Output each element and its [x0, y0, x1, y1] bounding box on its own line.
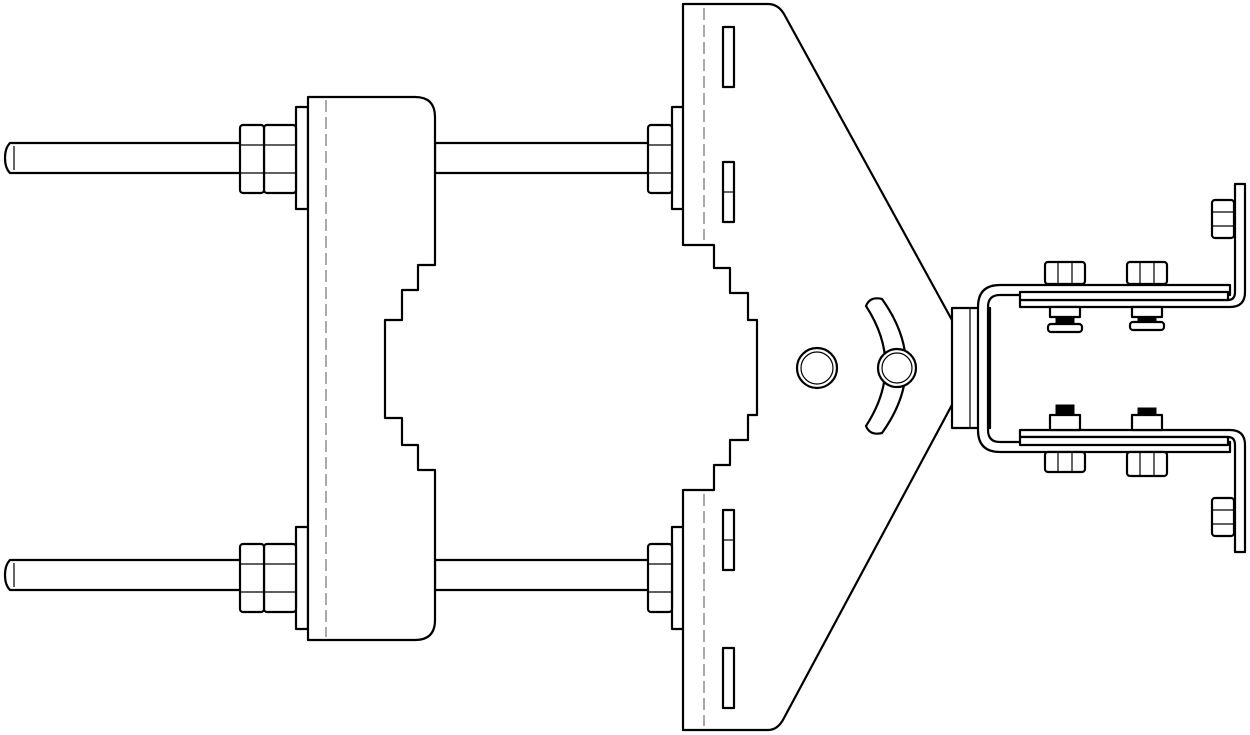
angle-bracket-top: [1018, 182, 1247, 309]
angle-bracket-bottom: [1018, 428, 1247, 554]
hex-nut-bottom-left: [238, 525, 310, 631]
mounting-bolt-top-left: [1043, 260, 1087, 334]
hex-nut-bottom-right: [646, 525, 686, 631]
u-bracket: [976, 283, 1232, 454]
mounting-bolt-bottom-right: [1125, 407, 1169, 478]
end-bolt-top: [1210, 198, 1236, 240]
mounting-bolt-bottom-left: [1043, 404, 1087, 474]
hex-nut-top-left: [238, 105, 310, 211]
mounting-bolt-top-right: [1125, 260, 1169, 332]
end-bolt-bottom: [1210, 496, 1236, 538]
pivot-hole: [795, 346, 839, 390]
plate-slots: [721, 25, 736, 710]
left-clamp-block: [306, 95, 437, 642]
adjustment-arc-slot: [864, 297, 918, 435]
hex-nut-top-right: [646, 105, 686, 211]
